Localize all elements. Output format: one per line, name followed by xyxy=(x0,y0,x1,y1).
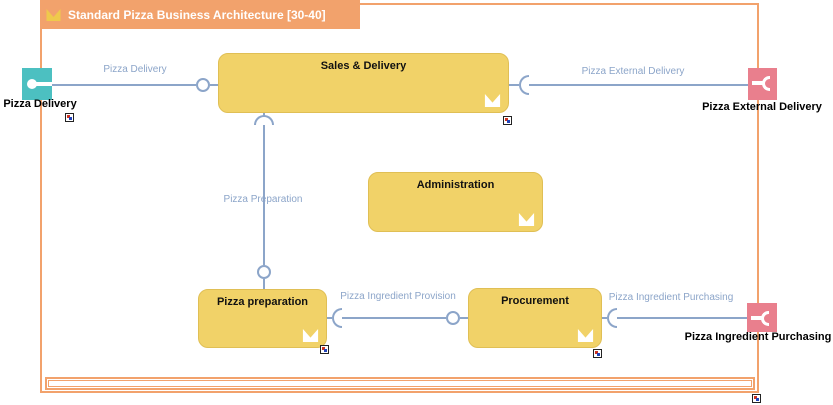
required-interface-glyph xyxy=(761,311,769,326)
provided-interface-bar xyxy=(35,82,52,86)
function-box-procurement[interactable]: Procurement xyxy=(468,288,602,348)
architecture-frame[interactable] xyxy=(40,3,759,393)
interface-icon-pizza-ingredient-purchasing[interactable] xyxy=(747,303,777,332)
function-box-pizza-preparation[interactable]: Pizza preparation xyxy=(198,289,327,348)
interface-icon-pizza-delivery[interactable] xyxy=(22,68,52,100)
interface-label-pizza-ingredient-purchasing: Pizza Ingredient Purchasing xyxy=(684,331,832,343)
provided-interface-ball[interactable] xyxy=(446,311,460,325)
connector-pizza-delivery-stub xyxy=(210,84,218,86)
required-interface-socket[interactable] xyxy=(519,75,529,95)
view-reference-badge[interactable] xyxy=(320,345,329,354)
connector-preparation-stub-top xyxy=(263,113,265,116)
view-reference-badge[interactable] xyxy=(65,113,74,122)
interface-label-pizza-external-delivery: Pizza External Delivery xyxy=(702,101,822,113)
collapsed-lane[interactable] xyxy=(45,377,755,390)
required-interface-bar xyxy=(752,81,763,85)
interface-icon-pizza-external-delivery[interactable] xyxy=(748,68,777,100)
business-function-icon xyxy=(46,8,61,21)
flow-label-pizza-external-delivery: Pizza External Delivery xyxy=(581,66,685,77)
connector-provision-line[interactable] xyxy=(342,317,446,319)
flow-label-pizza-ingredient-provision: Pizza Ingredient Provision xyxy=(340,291,456,302)
function-label: Pizza preparation xyxy=(216,296,309,308)
function-box-administration[interactable]: Administration xyxy=(368,172,543,232)
connector-preparation-stub-bottom xyxy=(263,279,265,289)
architecture-title-bar[interactable]: Standard Pizza Business Architecture [30… xyxy=(40,0,360,29)
diagram-title: Standard Pizza Business Architecture [30… xyxy=(68,7,326,22)
flow-label-pizza-delivery: Pizza Delivery xyxy=(103,64,167,75)
function-label: Sales & Delivery xyxy=(320,60,407,72)
connector-purchasing-line[interactable] xyxy=(617,317,748,319)
connector-external-delivery-line[interactable] xyxy=(529,84,748,86)
business-function-icon xyxy=(484,94,501,107)
provided-interface-glyph xyxy=(27,79,37,89)
view-reference-badge[interactable] xyxy=(503,116,512,125)
function-label: Administration xyxy=(416,179,495,191)
required-interface-socket[interactable] xyxy=(332,308,342,328)
required-interface-bar xyxy=(751,316,762,320)
required-interface-socket-down[interactable] xyxy=(254,115,274,125)
required-interface-glyph xyxy=(762,76,770,91)
provided-interface-ball[interactable] xyxy=(196,78,210,92)
provided-interface-ball[interactable] xyxy=(257,265,271,279)
connector-provision-stub-left xyxy=(327,317,332,319)
function-label: Procurement xyxy=(501,295,569,307)
collapsed-lane-inner xyxy=(48,380,752,387)
interface-label-pizza-delivery: Pizza Delivery xyxy=(3,98,77,110)
business-function-icon xyxy=(518,213,535,226)
flow-label-pizza-ingredient-purchasing: Pizza Ingredient Purchasing xyxy=(608,292,734,303)
flow-label-pizza-preparation: Pizza Preparation xyxy=(223,194,303,205)
connector-preparation-line[interactable] xyxy=(263,125,265,265)
view-reference-badge[interactable] xyxy=(752,394,761,403)
connector-provision-stub-right xyxy=(460,317,468,319)
function-box-sales-delivery[interactable]: Sales & Delivery xyxy=(218,53,509,113)
business-function-icon xyxy=(577,329,594,342)
required-interface-socket[interactable] xyxy=(607,308,617,328)
connector-pizza-delivery-line[interactable] xyxy=(52,84,196,86)
connector-external-delivery-stub xyxy=(509,84,519,86)
view-reference-badge[interactable] xyxy=(593,349,602,358)
business-function-icon xyxy=(302,329,319,342)
connector-purchasing-stub xyxy=(602,317,607,319)
